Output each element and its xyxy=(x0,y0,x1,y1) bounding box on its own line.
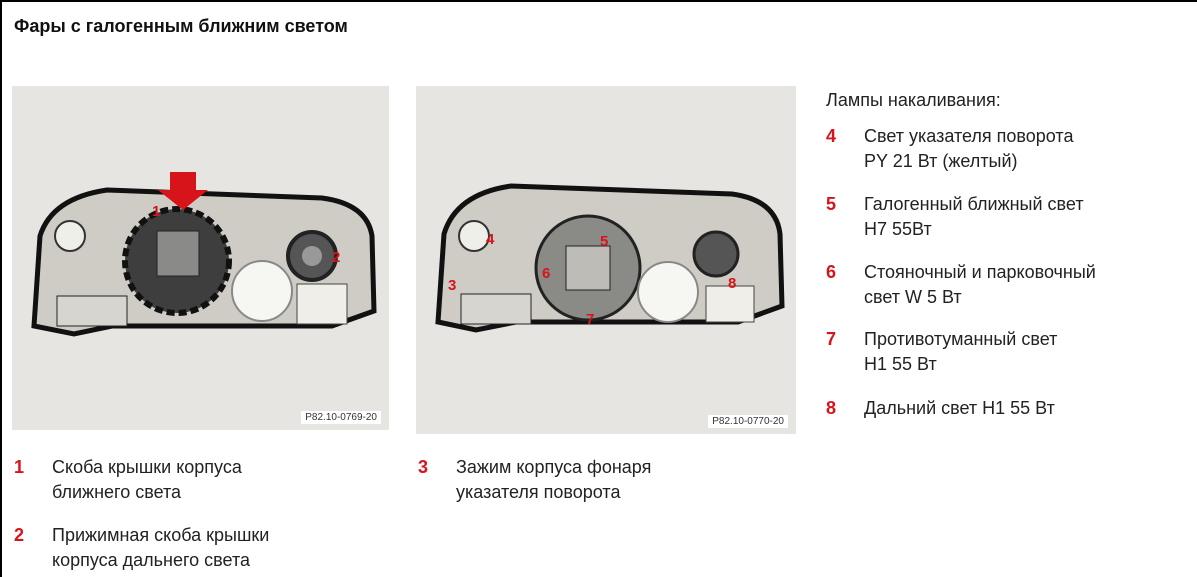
legend-text: указателя поворота xyxy=(456,482,621,502)
lamp-text: Противотуманный свет xyxy=(864,329,1058,349)
lamp-number: 5 xyxy=(826,194,837,214)
figure-2: 4 5 6 3 7 8 P82.10-0770-20 xyxy=(416,86,796,434)
lamp-text: Свет указателя поворота xyxy=(864,126,1074,146)
lamp-item: 6 Стояночный и парковочный свет W 5 Вт xyxy=(826,260,1096,310)
lamp-item: 7 Противотуманный свет H1 55 Вт xyxy=(826,327,1057,377)
headlamp-diagram-2: 4 5 6 3 7 8 xyxy=(416,86,796,434)
legend-text: корпуса дальнего света xyxy=(52,550,251,570)
lamp-text: Галогенный ближный свет xyxy=(864,194,1084,214)
lamp-item: 8 Дальний свет H1 55 Вт xyxy=(826,396,1055,421)
lamp-text: PY 21 Вт (желтый) xyxy=(864,151,1018,171)
lamp-item: 5 Галогенный ближный свет H7 55Вт xyxy=(826,192,1084,242)
lamp-text: Дальний свет H1 55 Вт xyxy=(864,398,1055,418)
legend-item: 1 Скоба крышки корпуса ближнего света xyxy=(14,455,242,505)
lamp-number: 4 xyxy=(826,126,837,146)
figure-2-marker: 4 xyxy=(486,231,495,248)
lamp-text: H1 55 Вт xyxy=(864,354,937,374)
lamp-number: 6 xyxy=(826,262,837,282)
legend-text: Скоба крышки корпуса xyxy=(52,457,242,477)
figure-2-marker: 6 xyxy=(542,265,550,282)
lamp-number: 8 xyxy=(826,398,837,418)
legend-number: 2 xyxy=(14,525,25,545)
lamp-text: Стояночный и парковочный xyxy=(864,262,1096,282)
figure-1: 1 2 P82.10-0769-20 xyxy=(12,86,389,430)
lamp-text: H7 55Вт xyxy=(864,219,932,239)
lamps-heading: Лампы накаливания: xyxy=(826,90,1001,110)
headlamp-diagram-1: 1 2 xyxy=(12,86,389,430)
legend-item: 3 Зажим корпуса фонаря указателя поворота xyxy=(418,455,651,505)
left-border xyxy=(0,0,2,577)
legend-number: 1 xyxy=(14,457,25,477)
figure-1-code: P82.10-0769-20 xyxy=(301,411,381,424)
legend-text: ближнего света xyxy=(52,482,182,502)
legend-number: 3 xyxy=(418,457,429,477)
figure-2-marker: 5 xyxy=(600,233,608,250)
figure-2-marker: 8 xyxy=(728,275,736,292)
top-border xyxy=(0,0,1197,2)
lamp-text: свет W 5 Вт xyxy=(864,287,962,307)
legend-text: Прижимная скоба крышки xyxy=(52,525,270,545)
lamp-item: 4 Свет указателя поворота PY 21 Вт (желты… xyxy=(826,124,1073,174)
figure-1-marker: 1 xyxy=(152,203,160,220)
figure-2-marker: 7 xyxy=(586,311,594,328)
legend-text: Зажим корпуса фонаря xyxy=(456,457,652,477)
figure-1-marker: 2 xyxy=(332,249,340,266)
page-title: Фары с галогенным ближним светом xyxy=(14,16,348,36)
lamp-number: 7 xyxy=(826,329,837,349)
figure-2-code: P82.10-0770-20 xyxy=(708,415,788,428)
figure-2-marker: 3 xyxy=(448,277,456,294)
legend-item: 2 Прижимная скоба крышки корпуса дальнего… xyxy=(14,523,269,573)
